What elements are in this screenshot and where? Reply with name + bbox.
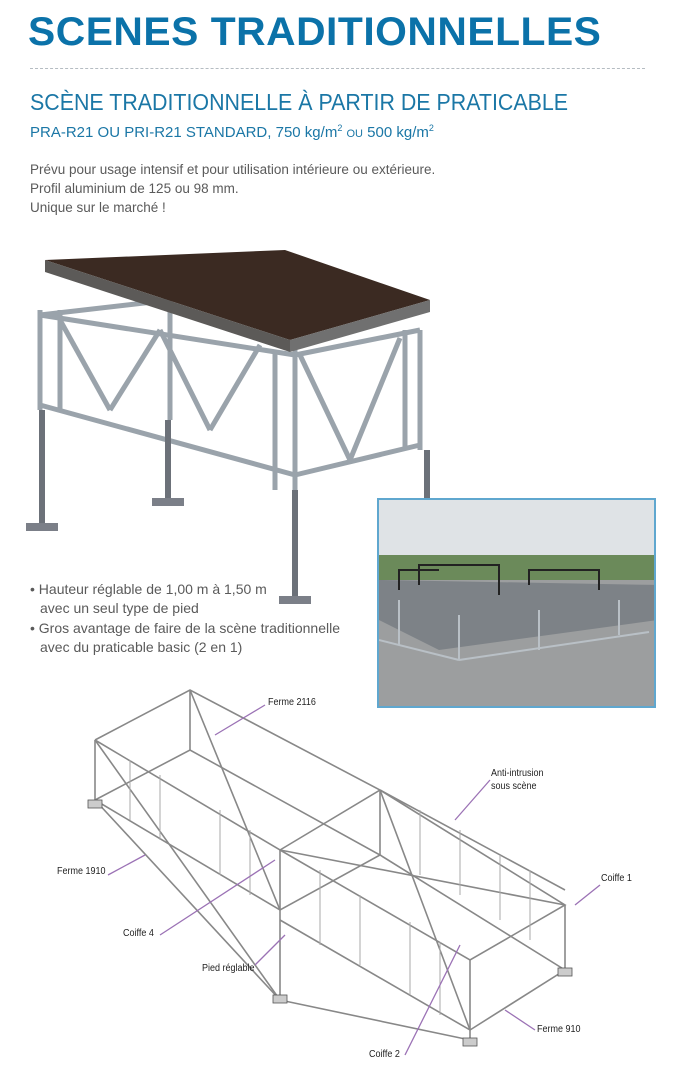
superscript: 2 xyxy=(428,123,434,133)
label-coiffe-2: Coiffe 2 xyxy=(369,1049,400,1060)
spec-load-500: 500 kg/m xyxy=(367,124,429,141)
bullet-item: • Gros avantage de faire de la scène tra… xyxy=(30,620,340,636)
dashed-divider xyxy=(30,68,645,69)
stage-render-illustration xyxy=(26,250,430,604)
label-ferme-910: Ferme 910 xyxy=(537,1024,581,1035)
label-anti-intrusion: Anti-intrusion xyxy=(491,768,544,779)
label-pied-reglable: Pied réglable xyxy=(202,963,255,974)
bullet-item: • Hauteur réglable de 1,00 m à 1,50 m xyxy=(30,581,267,597)
bullet-item-cont: avec un seul type de pied xyxy=(40,600,199,616)
photo-illustration xyxy=(379,500,654,706)
truss-diagram xyxy=(87,689,601,1056)
bullet-item-cont: avec du praticable basic (2 en 1) xyxy=(40,639,243,655)
label-ferme-2116: Ferme 2116 xyxy=(268,697,316,708)
intro-line: Profil aluminium de 125 ou 98 mm. xyxy=(30,181,239,196)
intro-line: Prévu pour usage intensif et pour utilis… xyxy=(30,162,436,177)
superscript: 2 xyxy=(337,123,343,133)
spec-models: PRA-R21 OU PRI-R21 STANDARD, xyxy=(30,124,272,141)
stage-photo xyxy=(377,498,656,708)
label-coiffe-4: Coiffe 4 xyxy=(123,928,154,939)
label-ferme-1910: Ferme 1910 xyxy=(57,866,106,877)
spec-line: PRA-R21 OU PRI-R21 STANDARD, 750 kg/m2 O… xyxy=(30,123,434,141)
spec-or: OU xyxy=(346,128,364,140)
intro-line: Unique sur le marché ! xyxy=(30,200,166,215)
spec-load-750: 750 kg/m xyxy=(275,124,338,141)
label-anti-intrusion-2: sous scène xyxy=(491,781,537,792)
section-heading: SCÈNE TRADITIONNELLE À PARTIR DE PRATICA… xyxy=(30,89,569,115)
page-title: SCENES TRADITIONNELLES xyxy=(28,10,602,54)
label-coiffe-1: Coiffe 1 xyxy=(601,873,632,884)
